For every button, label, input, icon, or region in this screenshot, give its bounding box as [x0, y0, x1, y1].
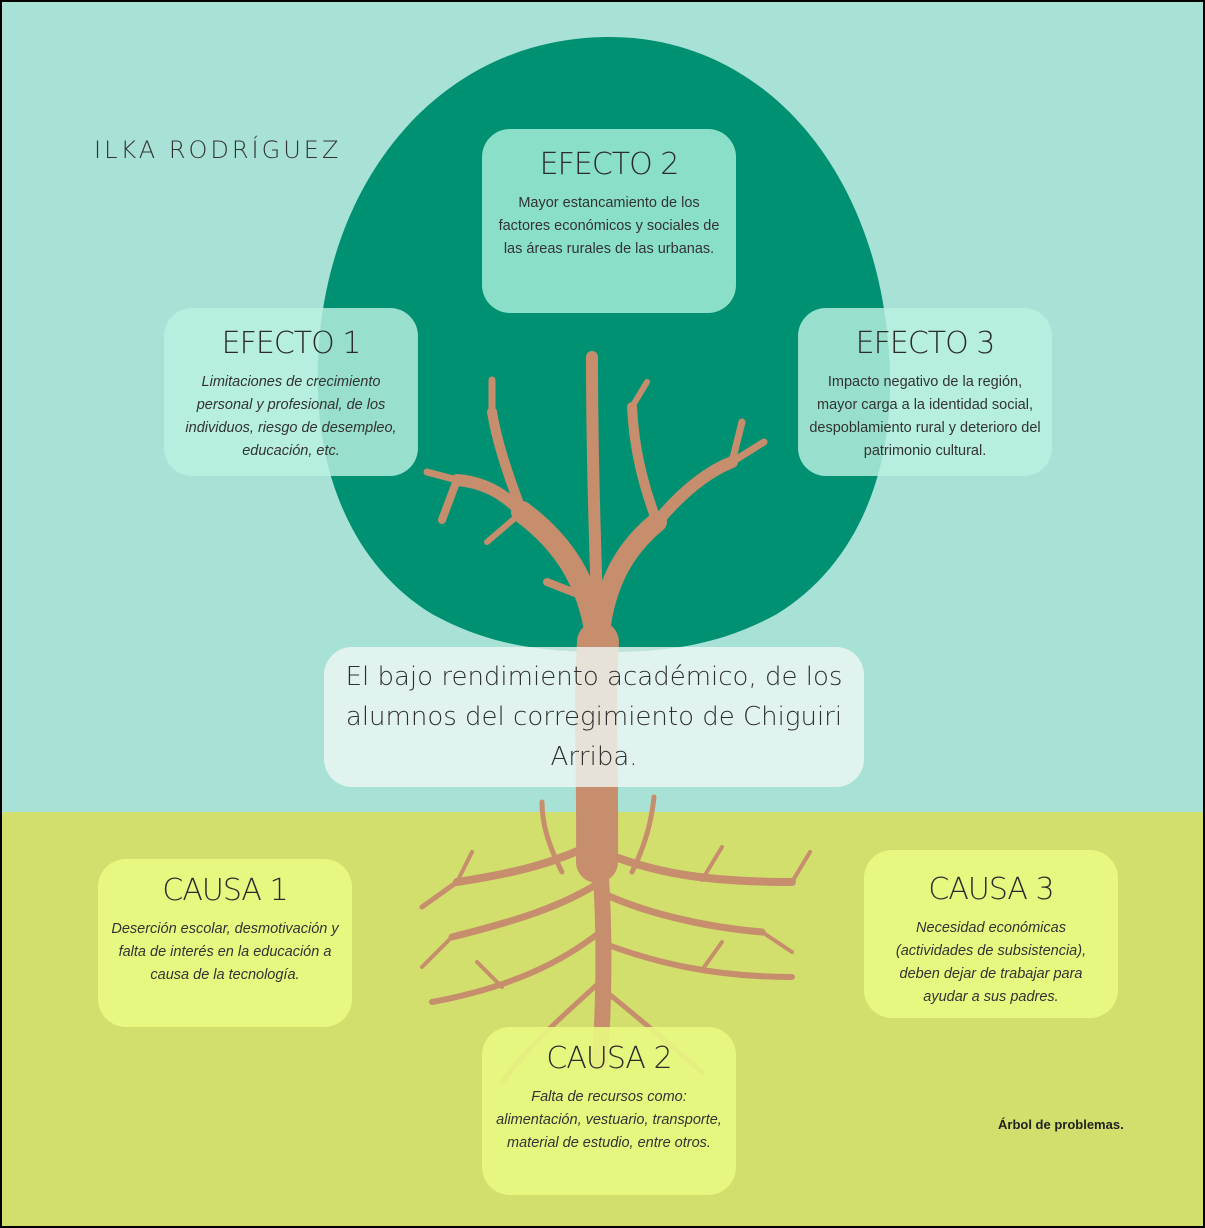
tree-roots	[419, 794, 812, 1085]
cause-1-text: Deserción escolar, desmotivación y falta…	[111, 921, 339, 983]
cause-2-text: Falta de recursos como: alimentación, ve…	[496, 1089, 722, 1151]
author-name: ILKA RODRÍGUEZ	[94, 136, 342, 164]
effect-3-title: EFECTO 3	[855, 326, 996, 361]
effect-2-box: EFECTO 2 Mayor estancamiento de los fact…	[482, 129, 736, 313]
effect-2-title: EFECTO 2	[539, 147, 680, 182]
effect-3-box: EFECTO 3 Impacto negativo de la región, …	[798, 308, 1052, 476]
cause-3-box: CAUSA 3 Necesidad económicas (actividade…	[864, 850, 1118, 1018]
effect-2-text: Mayor estancamiento de los factores econ…	[498, 195, 720, 257]
cause-3-title: CAUSA 3	[928, 872, 1054, 907]
diagram-caption: Árbol de problemas.	[998, 1117, 1124, 1132]
effect-3-text: Impacto negativo de la región, mayor car…	[809, 374, 1041, 459]
effect-1-text: Limitaciones de crecimiento personal y p…	[185, 374, 397, 459]
central-problem-box: El bajo rendimiento académico, de los al…	[324, 647, 864, 787]
cause-3-text: Necesidad económicas (actividades de sub…	[895, 920, 1087, 1005]
central-problem-text: El bajo rendimiento académico, de los al…	[345, 662, 843, 772]
cause-2-box: CAUSA 2 Falta de recursos como: alimenta…	[482, 1027, 736, 1195]
tree-canopy	[317, 36, 891, 652]
effect-1-title: EFECTO 1	[221, 326, 362, 361]
cause-2-title: CAUSA 2	[546, 1041, 672, 1076]
cause-1-box: CAUSA 1 Deserción escolar, desmotivación…	[98, 859, 352, 1027]
effect-1-box: EFECTO 1 Limitaciones de crecimiento per…	[164, 308, 418, 476]
cause-1-title: CAUSA 1	[162, 873, 288, 908]
